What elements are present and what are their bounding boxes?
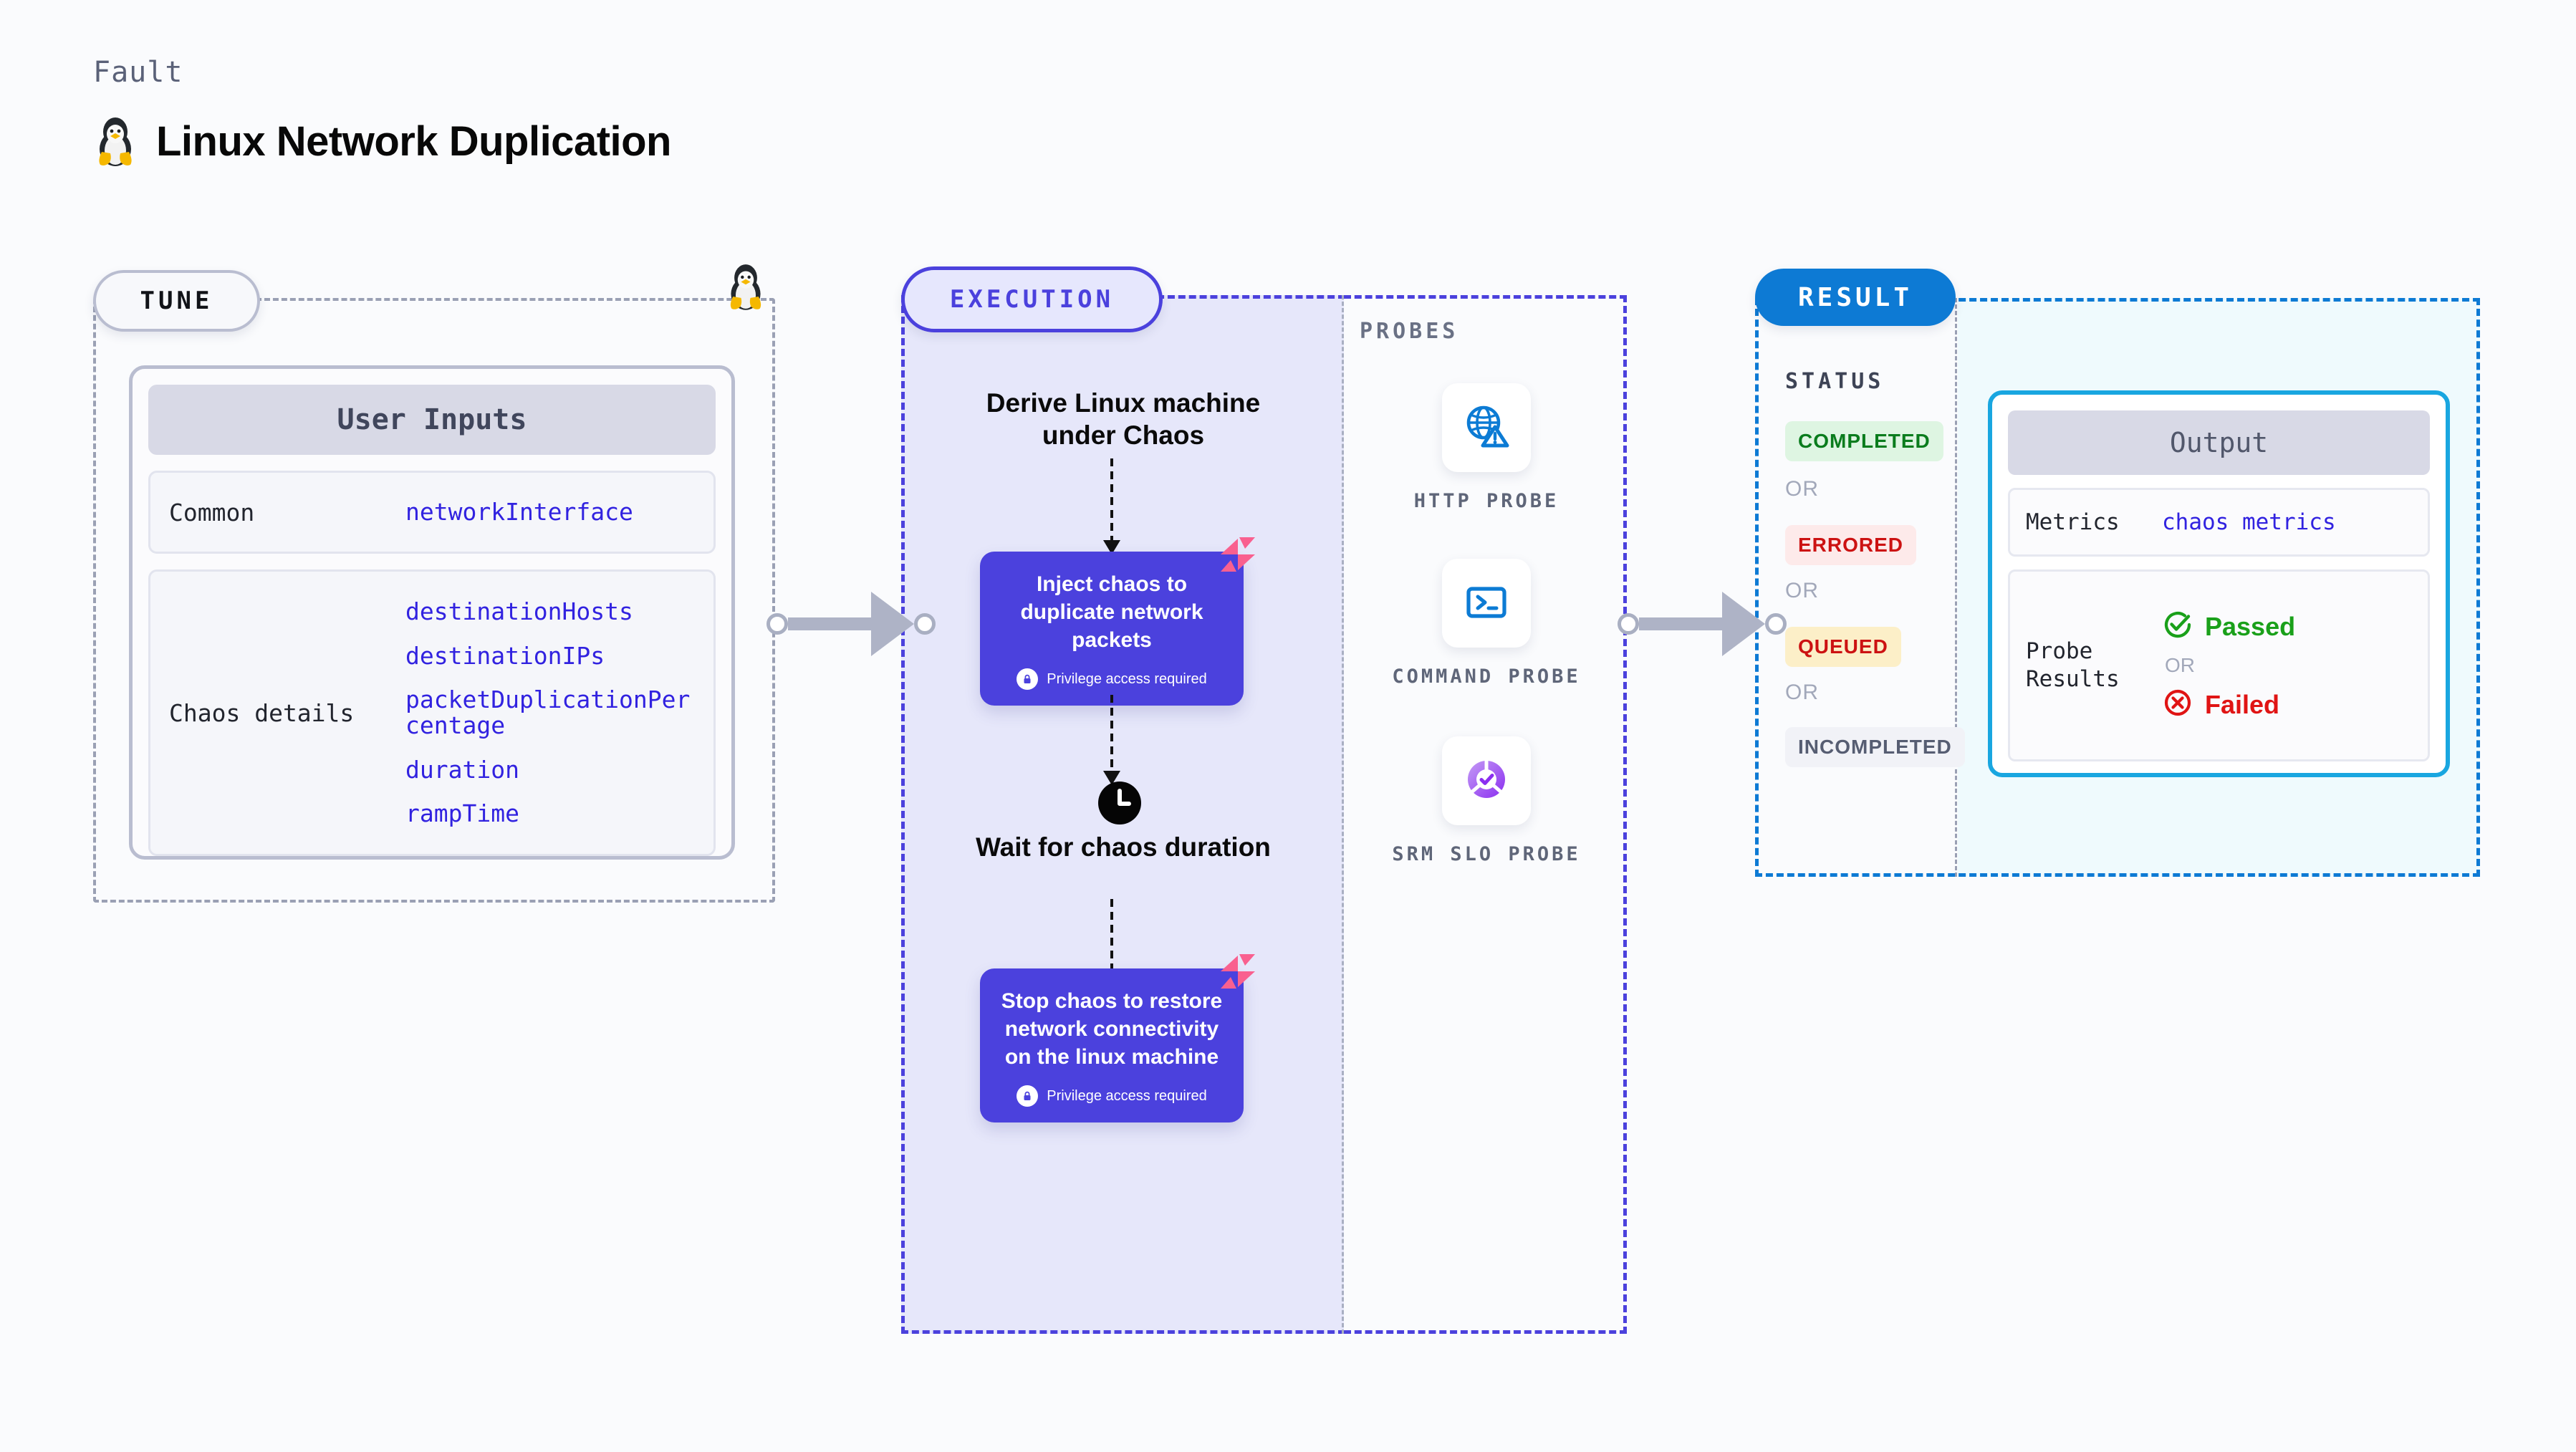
connector-end-dot xyxy=(914,613,936,635)
page-title: Linux Network Duplication xyxy=(156,117,672,165)
result-region xyxy=(1755,298,2480,877)
probe-command[interactable]: COMMAND PROBE xyxy=(1379,559,1594,691)
lock-icon xyxy=(1017,668,1039,690)
privilege-text: Privilege access required xyxy=(1047,1087,1207,1104)
flow-arrow-2 xyxy=(1103,695,1120,785)
user-inputs-card: User Inputs Common networkInterface Chao… xyxy=(129,365,735,860)
probe-result-failed-text: Failed xyxy=(2205,689,2280,719)
execution-badge[interactable]: EXECUTION xyxy=(901,266,1163,332)
param-destination-hosts[interactable]: destinationHosts xyxy=(405,597,633,626)
status-badge-completed: COMPLETED xyxy=(1785,421,1943,461)
connector-arrowhead xyxy=(871,592,914,656)
output-header: Output xyxy=(2008,410,2430,475)
connector-arrowhead xyxy=(1722,592,1765,656)
globe-warning-icon xyxy=(1461,400,1512,456)
flow-step-derive: Derive Linux machine under Chaos xyxy=(986,388,1261,451)
probe-tile xyxy=(1442,736,1531,825)
status-or-1: OR xyxy=(1785,477,1819,501)
connector-start-dot xyxy=(1618,613,1639,635)
probe-label: HTTP PROBE xyxy=(1413,490,1559,512)
status-badge-queued: QUEUED xyxy=(1785,627,1901,667)
status-badge-errored: ERRORED xyxy=(1785,525,1917,565)
probe-result-passed-text: Passed xyxy=(2205,611,2296,641)
probe-srm-slo[interactable]: SRM SLO PROBE xyxy=(1379,736,1594,868)
tune-row-values: destinationHosts destinationIPs packetDu… xyxy=(405,599,692,827)
connector-execution-to-result xyxy=(1618,592,1787,656)
tune-region xyxy=(93,298,775,903)
tune-row-values: networkInterface xyxy=(405,499,633,525)
param-ramp-time[interactable]: rampTime xyxy=(405,799,519,828)
connector-tune-to-execution xyxy=(766,592,936,656)
tux-penguin-marker-icon xyxy=(725,261,766,315)
output-row-metrics: Metrics chaos metrics xyxy=(2008,488,2430,557)
probe-result-or: OR xyxy=(2165,654,2195,676)
chaos-card-inject[interactable]: Inject chaos to duplicate network packet… xyxy=(980,537,1255,706)
output-row-probe-results: Probe Results Passed OR xyxy=(2008,569,2430,761)
tune-row-common: Common networkInterface xyxy=(148,471,716,554)
probe-tile xyxy=(1442,559,1531,648)
chaos-card-stop[interactable]: Stop chaos to restore network connectivi… xyxy=(980,954,1255,1122)
probe-result-passed: Passed xyxy=(2162,609,2295,644)
param-destination-ips[interactable]: destinationIPs xyxy=(405,641,605,670)
param-network-interface[interactable]: networkInterface xyxy=(405,498,633,527)
tune-row-label: Chaos details xyxy=(169,698,355,727)
chaos-card-title: Inject chaos to duplicate network packet… xyxy=(1020,572,1203,652)
output-probe-results-label: Probe Results xyxy=(2026,638,2120,692)
flow-arrow-1 xyxy=(1103,458,1120,554)
connector-shaft xyxy=(1639,617,1724,630)
status-or-3: OR xyxy=(1785,681,1819,704)
close-circle-icon xyxy=(2162,687,2193,722)
probe-label: SRM SLO PROBE xyxy=(1392,843,1581,865)
page-title-row: Linux Network Duplication xyxy=(93,115,672,168)
probes-label: PROBES xyxy=(1360,319,1459,344)
probe-http[interactable]: HTTP PROBE xyxy=(1379,383,1594,515)
tune-badge[interactable]: TUNE xyxy=(93,270,260,332)
user-inputs-header: User Inputs xyxy=(148,385,716,455)
slo-donut-check-icon xyxy=(1461,754,1512,809)
execution-probes-divider xyxy=(1342,295,1344,1334)
tune-row-label: Common xyxy=(169,498,255,527)
fault-eyebrow-label: Fault xyxy=(93,56,183,89)
probe-label: COMMAND PROBE xyxy=(1392,665,1581,688)
output-metrics-value[interactable]: chaos metrics xyxy=(2162,509,2336,535)
param-duration[interactable]: duration xyxy=(405,755,519,784)
flow-step-wait: Wait for chaos duration xyxy=(976,832,1271,862)
status-badge-incompleted: INCOMPLETED xyxy=(1785,727,1965,767)
clock-icon xyxy=(1097,781,1142,825)
check-circle-icon xyxy=(2162,609,2193,644)
probe-result-values: Passed OR Failed xyxy=(2162,609,2295,722)
terminal-icon xyxy=(1461,576,1512,631)
privilege-note: Privilege access required xyxy=(1017,668,1207,690)
probe-tile xyxy=(1442,383,1531,472)
privilege-note: Privilege access required xyxy=(1017,1085,1207,1107)
status-label: STATUS xyxy=(1785,369,1885,394)
tune-row-chaos-details: Chaos details destinationHosts destinati… xyxy=(148,569,716,856)
flow-arrow-3 xyxy=(1103,899,1120,989)
status-or-2: OR xyxy=(1785,579,1819,602)
chaos-bolt-marker-icon xyxy=(1216,950,1259,993)
connector-end-dot xyxy=(1765,613,1787,635)
result-badge[interactable]: RESULT xyxy=(1755,269,1956,326)
output-metrics-label: Metrics xyxy=(2026,509,2120,535)
chaos-bolt-marker-icon xyxy=(1216,533,1259,576)
connector-shaft xyxy=(788,617,873,630)
connector-start-dot xyxy=(766,613,788,635)
probe-result-failed: Failed xyxy=(2162,687,2295,722)
param-packet-duplication-percentage[interactable]: packetDuplicationPercentage xyxy=(405,686,691,739)
tux-penguin-icon xyxy=(93,115,138,168)
status-column xyxy=(1755,298,1957,877)
privilege-text: Privilege access required xyxy=(1047,670,1207,687)
output-card: Output Metrics chaos metrics Probe Resul… xyxy=(1988,390,2450,777)
lock-icon xyxy=(1017,1085,1039,1107)
chaos-card-title: Stop chaos to restore network connectivi… xyxy=(1001,989,1223,1069)
